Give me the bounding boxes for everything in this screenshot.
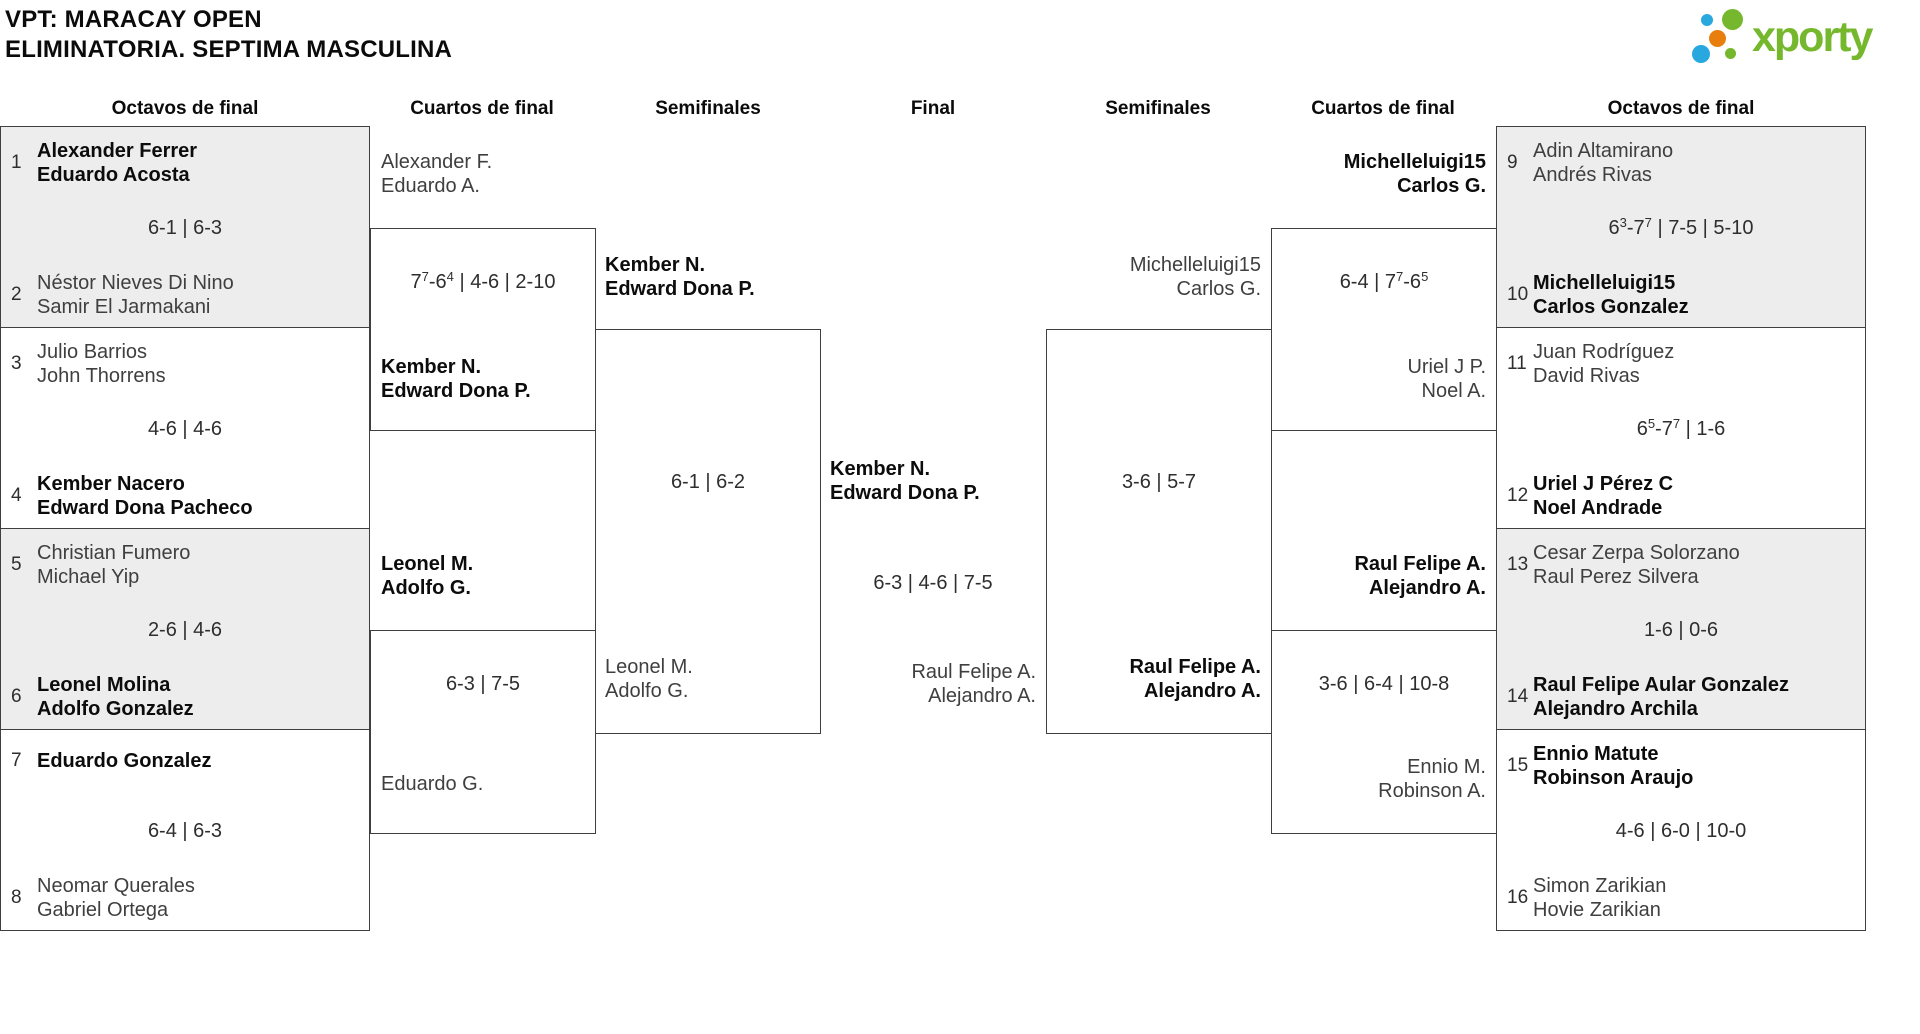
round-header-octavos-right: Octavos de final (1607, 98, 1755, 119)
seed-number: 8 (11, 887, 22, 908)
logo-text: xporty (1752, 13, 1873, 61)
match-score: 3-6 | 6-4 | 10-8 (1318, 673, 1450, 695)
page-title: VPT: MARACAY OPEN ELIMINATORIA. SEPTIMA … (5, 5, 452, 65)
team-names: Alexander F.Eduardo A. (381, 151, 493, 197)
match-score: 6-4 | 77-65 (1339, 269, 1429, 293)
team-names: Kember N.Edward Dona P. (381, 356, 531, 402)
round-header-octavos-left: Octavos de final (111, 98, 259, 119)
team-names: Ennio M.Robinson A. (1378, 756, 1486, 802)
team-names: Uriel J P.Noel A. (1407, 356, 1486, 402)
match-box-octavos-left-4: 7 Eduardo Gonzalez 6-4 | 6-3 Neomar Quer… (0, 729, 370, 931)
seed-number: 14 (1507, 686, 1529, 707)
logo-dot-green-small (1725, 48, 1736, 59)
seed-number: 7 (11, 750, 22, 771)
match-box-cuartos-right-2 (1271, 630, 1497, 834)
bracket-subtitle: ELIMINATORIA. SEPTIMA MASCULINA (5, 36, 453, 63)
team-names: Leonel M.Adolfo G. (381, 553, 474, 599)
team-names: Raul Felipe A.Alejandro A. (1354, 553, 1486, 599)
xporty-logo[interactable]: xporty (1692, 9, 1910, 71)
match-score: 6-3 | 4-6 | 7-5 (873, 572, 993, 594)
seed-number: 6 (11, 686, 22, 707)
match-score: 2-6 | 4-6 (147, 619, 223, 641)
logo-dot-orange (1709, 30, 1726, 47)
seed-number: 10 (1507, 284, 1529, 305)
seed-number: 12 (1507, 485, 1529, 506)
match-score: 1-6 | 0-6 (1643, 619, 1719, 641)
logo-dot-blue-large (1692, 45, 1710, 63)
round-header-cuartos-left: Cuartos de final (410, 98, 554, 119)
team-names: Eduardo Gonzalez (37, 750, 212, 772)
seed-number: 4 (11, 485, 22, 506)
seed-number: 1 (11, 152, 22, 173)
match-box-semifinal-left (595, 329, 821, 734)
seed-number: 2 (11, 284, 22, 305)
seed-number: 3 (11, 353, 22, 374)
match-score: 3-6 | 5-7 (1121, 471, 1197, 493)
match-box-semifinal-right (1046, 329, 1272, 734)
logo-dot-blue-small (1701, 14, 1713, 26)
team-names: Kember N.Edward Dona P. (605, 254, 755, 300)
seed-number: 11 (1507, 353, 1527, 374)
team-names: Eduardo G. (381, 773, 484, 795)
team-names: Raul Felipe A.Alejandro A. (1129, 656, 1261, 702)
match-score: 63-77 | 7-5 | 5-10 (1608, 215, 1754, 239)
match-score: 4-6 | 6-0 | 10-0 (1615, 820, 1747, 842)
match-score: 6-3 | 7-5 (445, 673, 521, 695)
round-header-cuartos-right: Cuartos de final (1311, 98, 1455, 119)
seed-number: 9 (1507, 152, 1518, 173)
match-score: 65-77 | 1-6 (1636, 416, 1726, 440)
seed-number: 5 (11, 554, 22, 575)
match-score: 6-1 | 6-2 (670, 471, 746, 493)
team-names: Kember N.Edward Dona P. (830, 458, 980, 504)
seed-number: 16 (1507, 887, 1529, 908)
team-names: Leonel M.Adolfo G. (605, 656, 693, 702)
seed-number: 13 (1507, 554, 1529, 575)
team-names: Raul Felipe A.Alejandro A. (911, 661, 1036, 707)
match-score: 6-1 | 6-3 (147, 217, 223, 239)
round-header-semis-right: Semifinales (1105, 98, 1211, 119)
match-box-cuartos-left-2 (370, 630, 596, 834)
tournament-name: VPT: MARACAY OPEN (5, 6, 262, 33)
match-score: 4-6 | 4-6 (147, 418, 223, 440)
logo-dot-green-large (1722, 9, 1743, 30)
match-score: 77-64 | 4-6 | 2-10 (410, 269, 556, 293)
round-header-semis-left: Semifinales (655, 98, 761, 119)
match-score: 6-4 | 6-3 (147, 820, 223, 842)
round-header-final: Final (910, 98, 956, 119)
seed-number: 15 (1507, 755, 1529, 776)
